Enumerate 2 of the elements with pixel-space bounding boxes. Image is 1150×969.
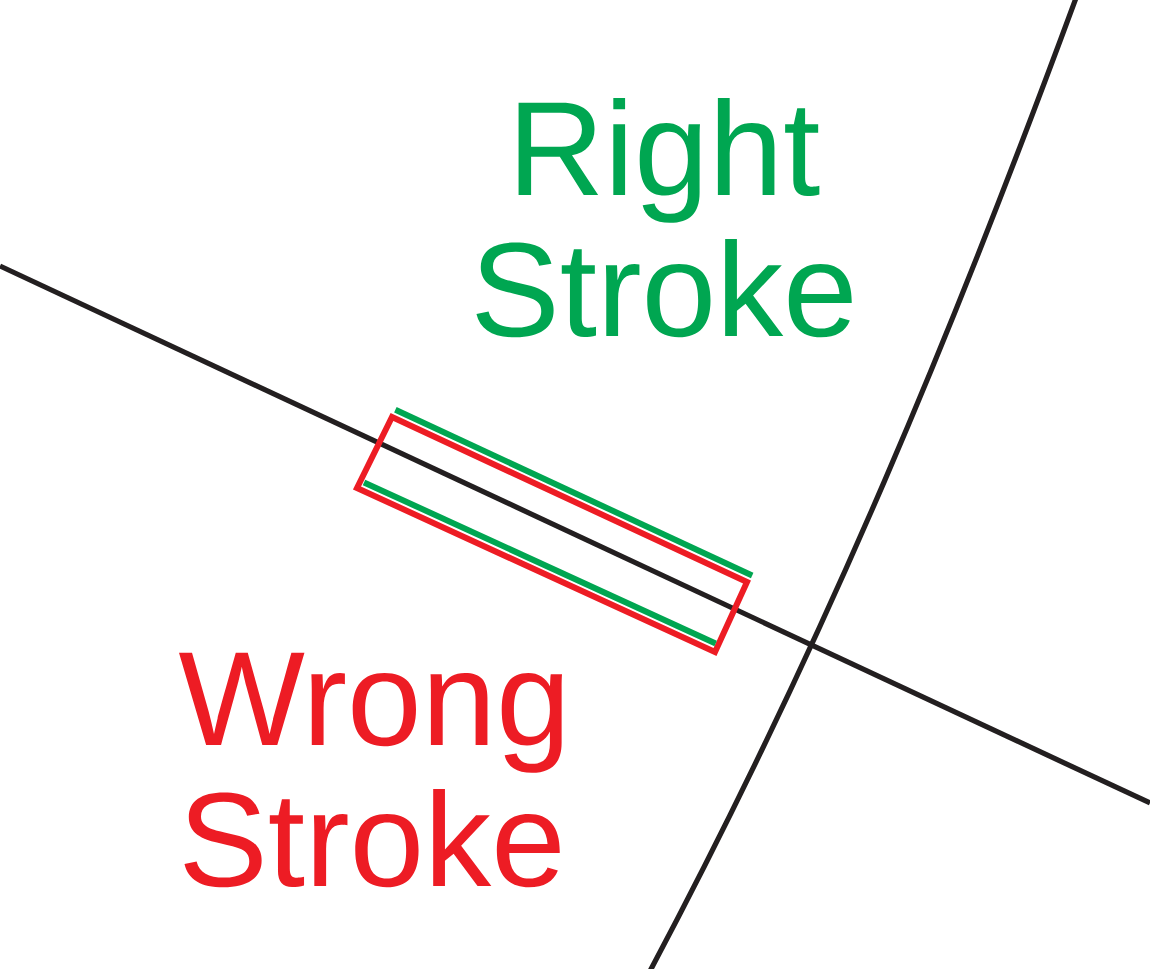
stroke-label: Wrong Stroke xyxy=(179,652,562,888)
stroke-label: Right Stroke xyxy=(476,97,852,338)
